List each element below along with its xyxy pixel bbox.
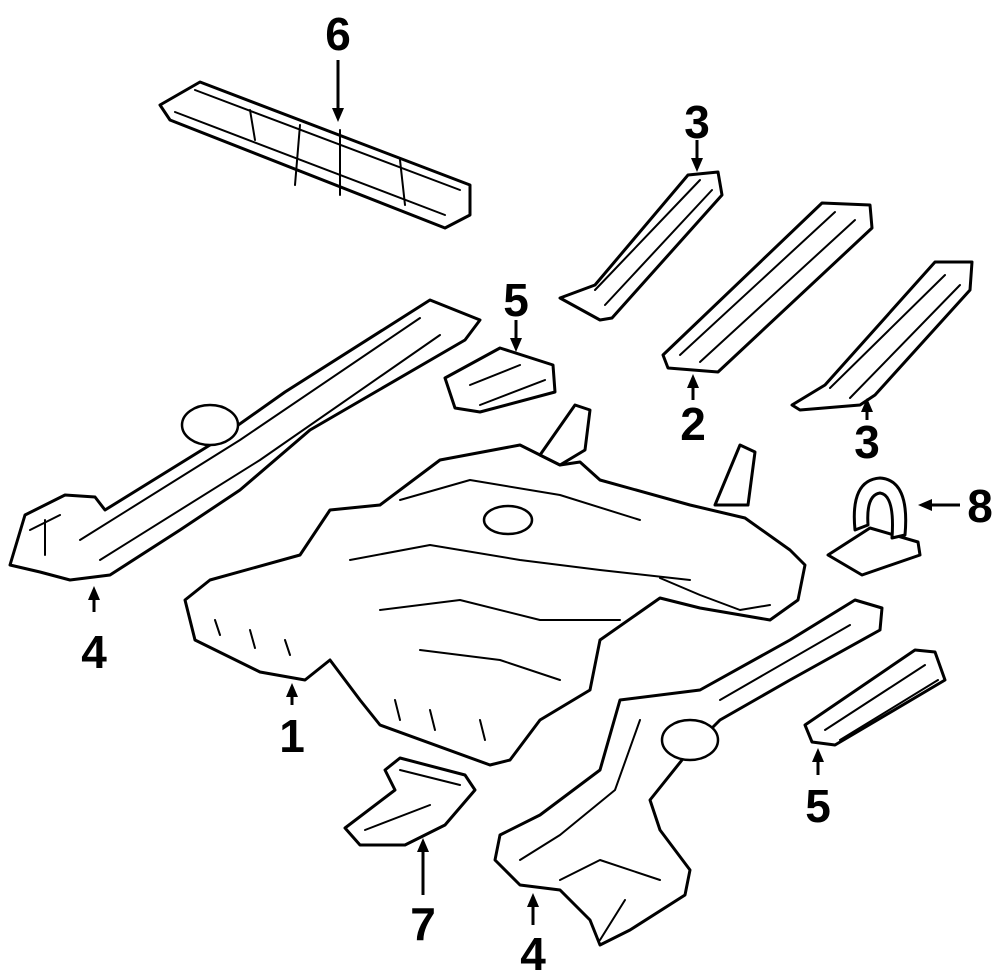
part-3-lower-rail [790, 260, 974, 412]
part-7-bracket [343, 756, 477, 847]
part-5-lower-bracket [803, 648, 947, 747]
callout-2: 2 [680, 398, 706, 450]
callout-5-lower: 5 [805, 780, 831, 832]
part-5-upper-bracket [443, 346, 557, 414]
callout-5-upper: 5 [503, 274, 529, 326]
part-2-sill [661, 201, 874, 374]
part-6-crossmember [158, 80, 472, 230]
callout-8: 8 [967, 480, 993, 532]
callout-4-left: 4 [81, 626, 107, 678]
part-8-tie-down [826, 476, 922, 577]
callout-3-lower: 3 [854, 416, 880, 468]
callout-4-right: 4 [520, 928, 546, 977]
callout-7: 7 [410, 898, 436, 950]
part-4-left-frame-rail [8, 298, 482, 582]
callout-3-upper: 3 [684, 96, 710, 148]
part-4-right-frame-rail [493, 598, 884, 947]
callout-1: 1 [279, 710, 305, 762]
callout-6: 6 [325, 8, 351, 60]
part-3-upper-rail [558, 170, 724, 322]
part-1-floor-pan [183, 403, 807, 767]
callout-leaders [88, 60, 960, 925]
